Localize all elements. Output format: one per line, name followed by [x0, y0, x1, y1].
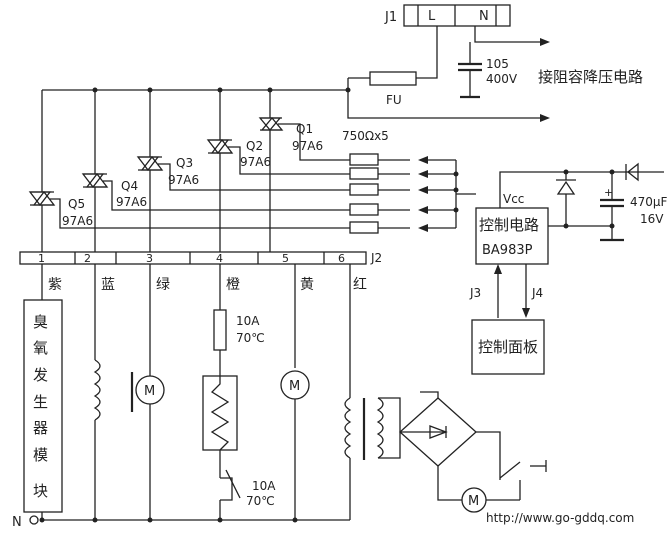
control-panel-box: [471, 319, 545, 375]
dc-motor: M: [461, 487, 520, 513]
dc-motor-label: M: [468, 494, 479, 509]
thermostat-rating: 10A: [252, 479, 276, 493]
watermark: http://www.go-gddq.com: [486, 511, 634, 525]
q2-part: 97A6: [240, 155, 271, 169]
q3-ref: Q3: [176, 156, 193, 170]
j3-label: J3: [469, 286, 481, 300]
cap-voltage: 400V: [486, 72, 518, 86]
j2-pin-3: 3: [146, 252, 153, 265]
bridge-rectifier: [378, 391, 501, 501]
connector-j2: J2 1 2 3 4 5 6: [19, 251, 382, 265]
ozone-module: 臭 氧 发 生 器 模 块: [23, 299, 63, 513]
ozone-char-7: 块: [33, 482, 48, 500]
j2-label: J2: [370, 251, 382, 265]
wire-color-4: 橙: [226, 277, 240, 293]
heater-element: [202, 375, 238, 478]
control-arrows: [418, 156, 476, 232]
control-title: 控制电路: [479, 216, 539, 234]
cap2-value: 470μF: [630, 195, 668, 209]
fuse-fu: FU: [369, 71, 417, 107]
wire-color-6: 红: [353, 277, 367, 293]
triac-q3: Q3 97A6: [136, 90, 199, 252]
motor-yellow: M: [280, 370, 310, 520]
vcc-label: Vcc: [503, 192, 524, 206]
j1-pin-l: L: [428, 9, 436, 24]
capacitor-105: 105 400V: [458, 42, 518, 99]
triac-q2: Q2 97A6: [206, 90, 271, 252]
j2-pin-2: 2: [84, 252, 91, 265]
connector-j1: J1 L N: [384, 4, 511, 27]
cap2-voltage: 16V: [640, 212, 664, 226]
j2-pin-1: 1: [38, 252, 45, 265]
q4-part: 97A6: [116, 195, 147, 209]
j1-label: J1: [384, 10, 397, 25]
chip-label: BA983P: [482, 243, 533, 258]
fuse2-rating: 10A: [236, 314, 260, 328]
wire-color-1: 紫: [48, 277, 62, 293]
transformer: [344, 397, 384, 520]
fuse-label: FU: [386, 93, 402, 107]
thermal-fuse: 10A 70℃: [213, 309, 265, 376]
panel-label: 控制面板: [478, 338, 538, 356]
q5-part: 97A6: [62, 214, 93, 228]
j2-pin-6: 6: [338, 252, 345, 265]
triac-q5: Q5 97A6: [28, 90, 93, 252]
wire-color-5: 黄: [300, 276, 314, 293]
motor-green-label: M: [144, 384, 155, 399]
j2-pin-5: 5: [282, 252, 289, 265]
neutral-bus: N: [12, 512, 350, 530]
wire-color-3: 绿: [156, 277, 170, 293]
q5-ref: Q5: [68, 197, 85, 211]
j1-pin-n: N: [479, 9, 489, 24]
ozone-char-3: 发: [33, 366, 48, 384]
control-circuit-box: 控制电路 BA983P Vcc: [475, 192, 549, 265]
ozone-char-2: 氧: [33, 339, 48, 357]
inductor-coil: [93, 359, 101, 520]
motor-green: M: [130, 368, 165, 520]
thermostat-temp: 70℃: [246, 494, 275, 508]
switch-small: [499, 460, 547, 500]
panel-links: J3 J4 控制面板: [469, 264, 545, 375]
resistor-array: 750Ωx5: [342, 129, 410, 234]
q2-ref: Q2: [246, 139, 263, 153]
triac-q4: Q4 97A6: [81, 90, 147, 252]
ozone-char-5: 器: [33, 419, 48, 437]
svg-text:+: +: [604, 186, 613, 199]
resistors-label: 750Ωx5: [342, 129, 389, 143]
motor-yellow-label: M: [289, 379, 300, 394]
rc-supply-label: 接阻容降压电路: [538, 68, 643, 86]
ozone-char-1: 臭: [33, 313, 48, 331]
cap-value: 105: [486, 57, 509, 71]
j2-pin-4: 4: [216, 252, 223, 265]
j4-label: J4: [531, 286, 543, 300]
ozone-char-6: 模: [33, 446, 48, 464]
q1-part: 97A6: [292, 139, 323, 153]
wire-color-2: 蓝: [101, 277, 115, 293]
fuse2-temp: 70℃: [236, 331, 265, 345]
thermostat-switch: 10A 70℃: [219, 469, 276, 520]
wire-colors: 紫 蓝 绿 橙 黄 红: [48, 276, 367, 293]
neutral-label: N: [12, 515, 22, 530]
vcc-supply: + 470μF 16V: [499, 162, 668, 242]
q4-ref: Q4: [121, 179, 138, 193]
ozone-char-4: 生: [33, 393, 48, 411]
q3-part: 97A6: [168, 173, 199, 187]
